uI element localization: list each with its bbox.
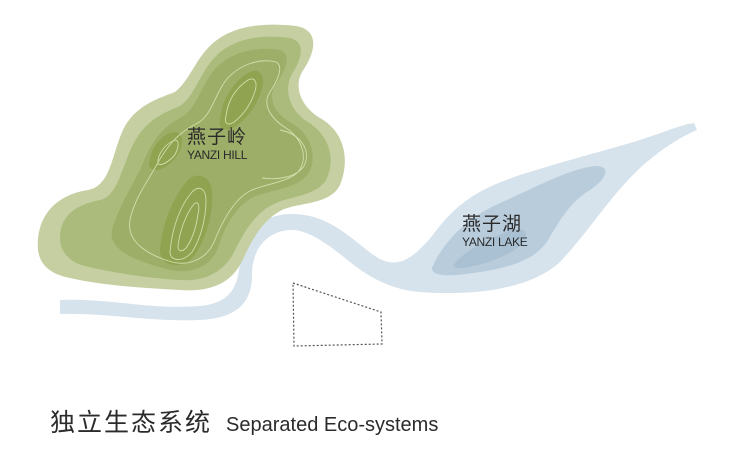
caption-en: Separated Eco-systems — [226, 414, 439, 436]
hill-name-zh: 燕子岭 — [187, 126, 248, 148]
lake-label: 燕子湖 YANZI LAKE — [462, 213, 528, 249]
caption-zh: 独立生态系统 — [50, 408, 213, 437]
river — [60, 123, 697, 321]
hill-name-en: YANZI HILL — [187, 148, 248, 162]
lake-depth — [432, 166, 606, 276]
hill — [37, 24, 345, 291]
site-outline — [292, 282, 383, 347]
lake-name-en: YANZI LAKE — [462, 235, 528, 249]
hill-label: 燕子岭 YANZI HILL — [187, 126, 248, 162]
lake-name-zh: 燕子湖 — [462, 213, 523, 235]
caption: 独立生态系统 Separated Eco-systems — [50, 403, 438, 439]
